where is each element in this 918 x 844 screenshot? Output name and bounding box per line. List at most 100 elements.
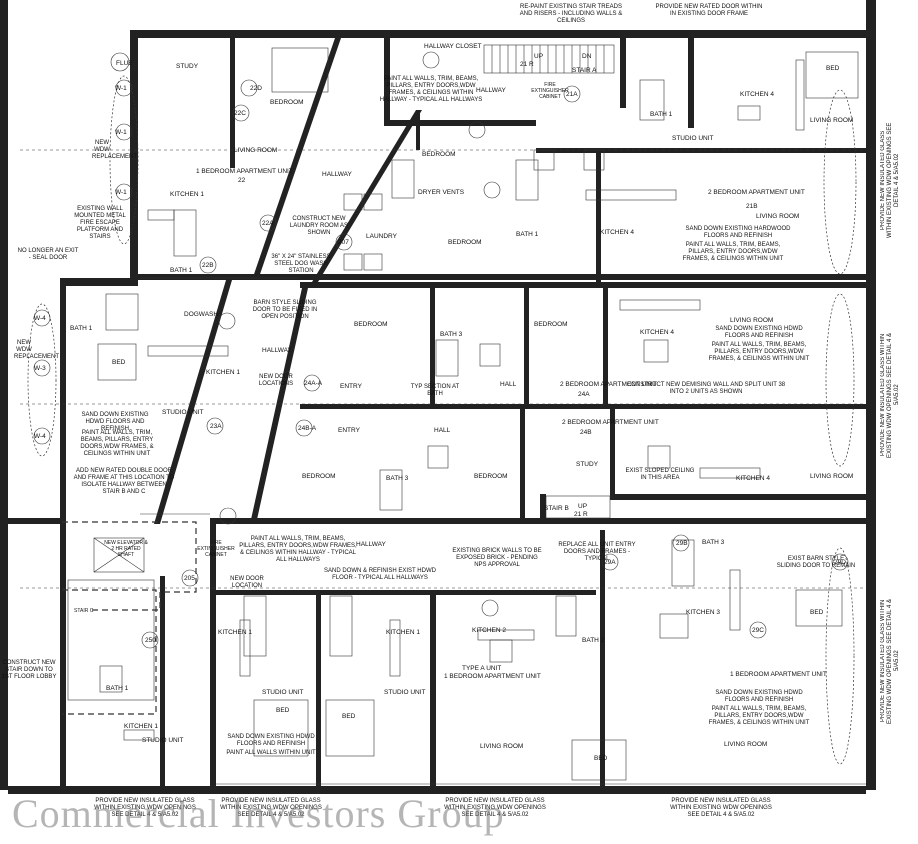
tag-label: 22C bbox=[234, 110, 246, 117]
tag-label: 21A bbox=[566, 91, 578, 98]
note-typ-section: TYP SECTION AT BATH bbox=[410, 384, 460, 397]
unit-label: 1 BEDROOM APARTMENT UNIT bbox=[444, 673, 541, 680]
room-label: HALLWAY bbox=[356, 541, 387, 548]
room-label: HALLWAY bbox=[476, 87, 507, 94]
note-fire-ext: FIRE EXTINGUISHER CABINET bbox=[531, 82, 569, 100]
note-new-window: NEW WDW REPLACEMENT bbox=[14, 340, 60, 360]
room-label: BATH 3 bbox=[386, 475, 409, 482]
room-label: ENTRY bbox=[340, 383, 363, 390]
room-label: BATH 3 bbox=[702, 539, 725, 546]
room-label: BATH 3 bbox=[440, 331, 463, 338]
unit-number: 22 bbox=[238, 177, 246, 184]
tag-label: 250 bbox=[145, 637, 156, 644]
note-paint-walls: PAINT ALL WALLS WITHIN UNIT bbox=[226, 750, 316, 756]
tag-label: 29C bbox=[752, 627, 764, 634]
room-label: KITCHEN 1 bbox=[170, 191, 204, 198]
note-new-window: NEW WDW REPLACEMENT bbox=[92, 140, 138, 160]
note-paint-unit: PAINT ALL WALLS, TRIM, BEAMS, PILLARS, E… bbox=[682, 242, 784, 262]
room-label: BEDROOM bbox=[422, 151, 456, 158]
note-new-door-locations: NEW DOOR LOCATIONS bbox=[258, 374, 294, 387]
room-label: BATH 1 bbox=[70, 325, 93, 332]
note-replace-doors: REPLACE ALL UNIT ENTRY DOORS AND FRAMES … bbox=[558, 542, 636, 562]
note-barn-door: BARN STYLE SLIDING DOOR TO BE FIXED IN O… bbox=[252, 300, 318, 320]
unit-label: 1 BEDROOM APARTMENT UNIT bbox=[196, 168, 293, 175]
room-label: STUDY bbox=[176, 63, 199, 70]
tag-label: 24B-A bbox=[298, 425, 317, 432]
stair-up: 21 R bbox=[520, 61, 534, 68]
room-label: BED bbox=[276, 707, 290, 714]
note-insulated-glass: PROVIDE NEW INSULATED GLASS WITHIN EXIST… bbox=[880, 332, 900, 458]
tag-label: 23A bbox=[210, 423, 222, 430]
tag-label: 205 bbox=[184, 575, 195, 582]
room-label: KITCHEN 1 bbox=[218, 629, 252, 636]
note-insulated-glass: PROVIDE NEW INSULATED GLASS WITHIN EXIST… bbox=[880, 598, 900, 724]
room-label: BED bbox=[826, 65, 840, 72]
note-exposed-brick: EXISTING BRICK WALLS TO BE EXPOSED BRICK… bbox=[452, 548, 542, 568]
note-bottom-glass: PROVIDE NEW INSULATED GLASS WITHIN EXIST… bbox=[670, 798, 772, 818]
tag-label: 207 bbox=[338, 239, 349, 246]
room-label: HALL bbox=[434, 427, 451, 434]
tag-label: 29A bbox=[604, 559, 616, 566]
room-label: HALL bbox=[500, 381, 517, 388]
note-paint-hallways: PAINT ALL WALLS, TRIM, BEAMS, PILLARS, E… bbox=[239, 536, 357, 563]
room-label: LIVING ROOM bbox=[724, 741, 767, 748]
room-label: STAIR B bbox=[544, 505, 569, 512]
room-label: BED bbox=[810, 609, 824, 616]
unit-number: 21B bbox=[746, 203, 758, 210]
room-label: BATH 1 bbox=[516, 231, 539, 238]
note-laundry: CONSTRUCT NEW LAUNDRY ROOM AS SHOWN bbox=[289, 216, 349, 236]
room-label: LIVING ROOM bbox=[756, 213, 799, 220]
room-label: BEDROOM bbox=[534, 321, 568, 328]
room-label: STUDIO UNIT bbox=[262, 689, 304, 696]
room-label: BEDROOM bbox=[270, 99, 304, 106]
stair-risers: 21 R bbox=[574, 511, 588, 518]
room-label: KITCHEN 3 bbox=[686, 609, 720, 616]
stair-up: UP bbox=[534, 53, 543, 60]
note-elevator: NEW ELEVATOR & 2 HR RATED SHAFT bbox=[104, 540, 148, 558]
tag-label: 22A bbox=[262, 220, 274, 227]
note-rated-door: PROVIDE NEW RATED DOOR WITHIN IN EXISTIN… bbox=[655, 4, 763, 17]
room-label: BED bbox=[342, 713, 356, 720]
note-paint-unit: PAINT ALL WALLS, TRIM, BEAMS, PILLARS, E… bbox=[708, 706, 810, 726]
room-label: BATH 1 bbox=[106, 685, 129, 692]
unit-label: TYPE A UNIT bbox=[462, 665, 501, 672]
note-sand-hdwd: SAND DOWN EXISTING HDWD FLOORS AND REFIN… bbox=[715, 326, 803, 339]
room-label: LIVING ROOM bbox=[810, 473, 853, 480]
room-label: BATH 1 bbox=[650, 111, 673, 118]
window-tag: W-1 bbox=[115, 129, 127, 136]
room-label: DOGWASH bbox=[184, 311, 218, 318]
note-rated-double-door: ADD NEW RATED DOUBLE DOOR AND FRAME AT T… bbox=[73, 468, 175, 495]
note-demising-wall: CONSTRUCT NEW DEMISING WALL AND SPLIT UN… bbox=[626, 382, 786, 395]
room-label: KITCHEN 1 bbox=[386, 629, 420, 636]
room-label: BATH 2 bbox=[582, 637, 605, 644]
room-label: LAUNDRY bbox=[366, 233, 398, 240]
room-label: STUDIO UNIT bbox=[142, 737, 184, 744]
room-label: KITCHEN 4 bbox=[640, 329, 674, 336]
unit-label: 2 BEDROOM APARTMENT UNIT bbox=[560, 381, 657, 388]
note-sand-hdwd: SAND DOWN EXISTING HARDWOOD FLOORS AND R… bbox=[685, 226, 791, 239]
room-label: KITCHEN 4 bbox=[740, 91, 774, 98]
note-insulated-glass: PROVIDE NEW INSULATED GLASS WITHIN EXIST… bbox=[880, 122, 900, 238]
note-sand-hallways: SAND DOWN & REFINISH EXIST HDWD FLOOR - … bbox=[324, 568, 436, 581]
tag-label: 24A-A bbox=[304, 380, 323, 387]
room-label: ENTRY bbox=[338, 427, 361, 434]
note-paint-hallways: PAINT ALL WALLS, TRIM, BEAMS, PILLARS, E… bbox=[379, 76, 483, 103]
note-seal-door: NO LONGER AN EXIT - SEAL DOOR bbox=[17, 248, 79, 261]
room-label: LIVING ROOM bbox=[730, 317, 773, 324]
room-label: BEDROOM bbox=[302, 473, 336, 480]
note-sand-hdwd: SAND DOWN EXISTING HDWD FLOORS AND REFIN… bbox=[715, 690, 803, 703]
room-label: LIVING ROOM bbox=[234, 147, 277, 154]
note-fire-ext: FIRE EXTINGUISHER CABINET bbox=[197, 540, 235, 558]
note-bottom-glass: PROVIDE NEW INSULATED GLASS WITHIN EXIST… bbox=[444, 798, 546, 818]
room-label: STAIR A bbox=[572, 67, 597, 74]
room-label: BED bbox=[112, 359, 126, 366]
note-barn-door-remain: EXIST BARN STYLE SLIDING DOOR TO REMAIN bbox=[776, 556, 856, 569]
room-label: HALLWAY CLOSET bbox=[424, 43, 482, 50]
unit-label: 2 BEDROOM APARTMENT UNIT bbox=[562, 419, 659, 426]
room-label: STUDIO UNIT bbox=[162, 409, 204, 416]
room-label: BEDROOM bbox=[354, 321, 388, 328]
tag-label: 29B bbox=[676, 540, 688, 547]
tag-label: 29D bbox=[834, 559, 846, 566]
room-label: LIVING ROOM bbox=[480, 743, 523, 750]
note-fire-escape: EXISTING WALL MOUNTED METAL FIRE ESCAPE … bbox=[74, 206, 126, 240]
